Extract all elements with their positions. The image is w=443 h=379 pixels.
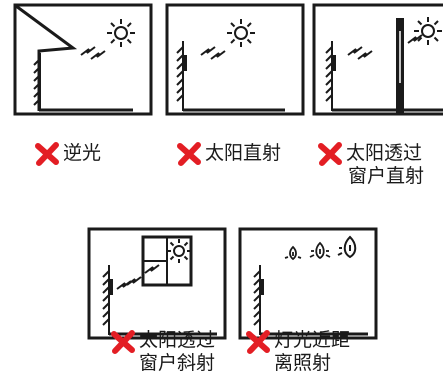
bulb-icon xyxy=(337,235,357,259)
cross-icon xyxy=(246,330,270,354)
bulb-icon xyxy=(309,241,331,260)
wall-hatch-icon xyxy=(253,265,261,335)
caption-lamp-close-line1: 灯光近距 xyxy=(274,329,351,351)
caption-backlight-text: 逆光 xyxy=(63,142,102,164)
caption-window-direct-line1: 太阳透过 xyxy=(346,142,423,164)
direct-sun-scene xyxy=(165,3,305,116)
window-oblique-scene xyxy=(87,227,227,340)
sun-icon xyxy=(414,17,442,45)
wall-hatch-icon xyxy=(102,265,110,335)
lamp-close-scene xyxy=(238,227,378,340)
window-direct-scene xyxy=(312,3,443,116)
wall-hatch-icon xyxy=(325,41,333,111)
panel-lamp-close xyxy=(238,227,378,340)
caption-direct-sun: 太阳直射 xyxy=(176,142,281,166)
backlight-scene xyxy=(13,3,153,116)
caption-backlight: 逆光 xyxy=(34,142,101,166)
panel-backlight xyxy=(13,3,153,116)
sun-icon xyxy=(167,239,191,263)
caption-window-direct-line2: 窗户直射 xyxy=(348,165,425,187)
caption-window-direct: 太阳透过 窗户直射 xyxy=(317,142,424,188)
caption-window-oblique: 太阳透过 窗户斜射 xyxy=(110,329,216,375)
sun-icon xyxy=(227,19,255,47)
panel-window-direct xyxy=(312,3,443,116)
wall-hatch-icon xyxy=(176,41,184,111)
caption-direct-sun-text: 太阳直射 xyxy=(205,142,282,164)
cross-icon xyxy=(318,142,342,166)
cross-icon xyxy=(111,330,135,354)
bulb-icon xyxy=(284,245,302,261)
panel-window-oblique xyxy=(87,227,227,340)
cross-icon xyxy=(35,142,59,166)
caption-lamp-close-line2: 离照射 xyxy=(274,352,332,374)
sun-icon xyxy=(107,19,135,47)
wall-hatch-icon xyxy=(33,53,41,111)
caption-window-oblique-line2: 窗户斜射 xyxy=(139,352,216,374)
panel-direct-sun xyxy=(165,3,305,116)
cross-icon xyxy=(177,142,201,166)
caption-window-oblique-line1: 太阳透过 xyxy=(139,329,216,351)
caption-lamp-close: 灯光近距 离照射 xyxy=(245,329,351,375)
